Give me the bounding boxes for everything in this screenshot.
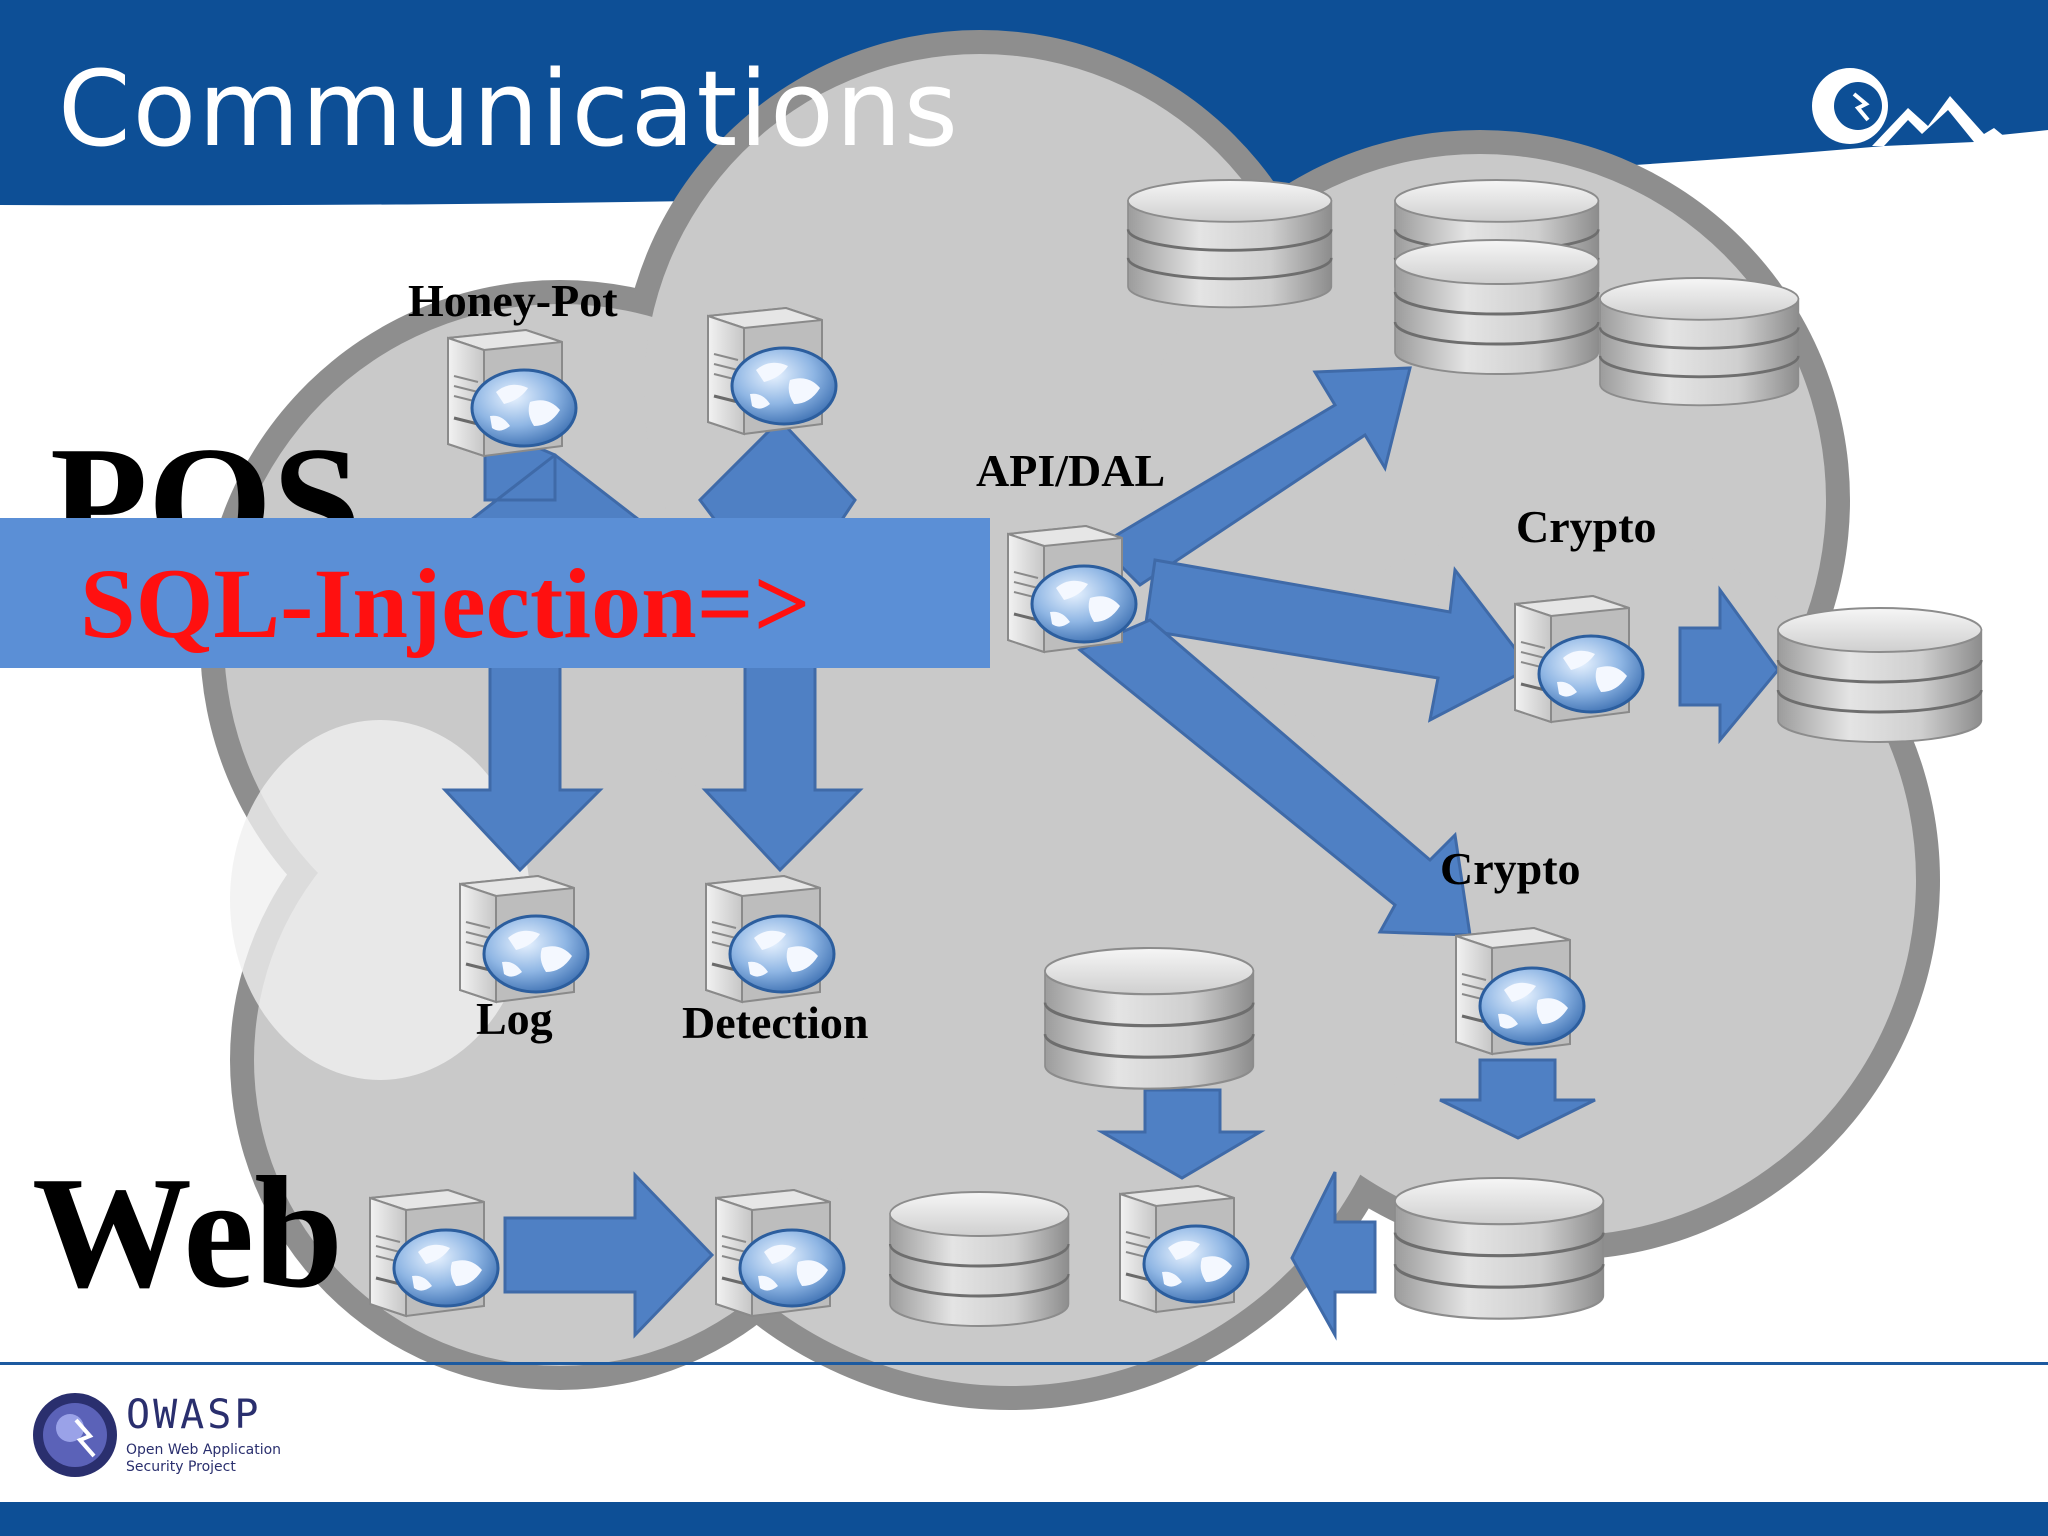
arrow-to-crypto-1 xyxy=(1143,558,1533,723)
server-globe-icon xyxy=(1006,524,1138,654)
arrow-crypto-to-db xyxy=(1678,585,1780,745)
server-globe-icon xyxy=(706,306,838,436)
server-globe-icon xyxy=(368,1188,500,1318)
label-web: Web xyxy=(32,1143,344,1321)
owasp-subtitle: Open Web Application Security Project xyxy=(126,1442,282,1475)
sql-injection-banner xyxy=(0,518,990,668)
owasp-wordmark: OWASP xyxy=(126,1392,262,1438)
database-icon xyxy=(1393,238,1600,376)
server-globe-icon xyxy=(714,1188,846,1318)
arrow-db-left xyxy=(1290,1171,1377,1341)
footer-bar xyxy=(0,1502,2048,1536)
label-detection: Detection xyxy=(682,997,869,1048)
label-honeypot: Honey-Pot xyxy=(408,275,618,326)
arrow-web-right xyxy=(503,1171,715,1339)
database-icon xyxy=(1393,1176,1605,1321)
label-api-dal: API/DAL xyxy=(976,445,1166,496)
database-icon xyxy=(1598,276,1800,407)
database-icon xyxy=(1043,946,1255,1091)
owasp-logo-icon xyxy=(33,1393,117,1477)
mountain-logo-icon xyxy=(1812,68,2016,146)
slide-title: Communications xyxy=(58,48,960,170)
server-globe-icon xyxy=(446,328,578,458)
database-icon xyxy=(888,1190,1071,1328)
server-globe-icon xyxy=(704,874,836,1004)
label-crypto-1: Crypto xyxy=(1516,501,1657,552)
server-globe-icon xyxy=(1454,926,1586,1056)
sql-injection-text: SQL-Injection=> xyxy=(80,548,811,659)
footer-divider xyxy=(0,1362,2048,1365)
arrow-to-db-cluster xyxy=(1097,366,1412,587)
label-crypto-2: Crypto xyxy=(1440,843,1581,894)
arrow-crypto2-down xyxy=(1439,1058,1596,1140)
server-globe-icon xyxy=(1513,594,1645,724)
database-icon xyxy=(1126,178,1333,309)
owasp-logo: OWASP Open Web Application Security Proj… xyxy=(30,1386,320,1486)
server-globe-icon xyxy=(1118,1184,1250,1314)
arrow-log-down xyxy=(441,658,604,873)
label-log: Log xyxy=(476,993,553,1044)
database-icon xyxy=(1776,606,1983,744)
server-globe-icon xyxy=(458,874,590,1004)
arrow-to-crypto-2 xyxy=(1077,618,1472,937)
arrow-db-down xyxy=(1096,1088,1266,1180)
